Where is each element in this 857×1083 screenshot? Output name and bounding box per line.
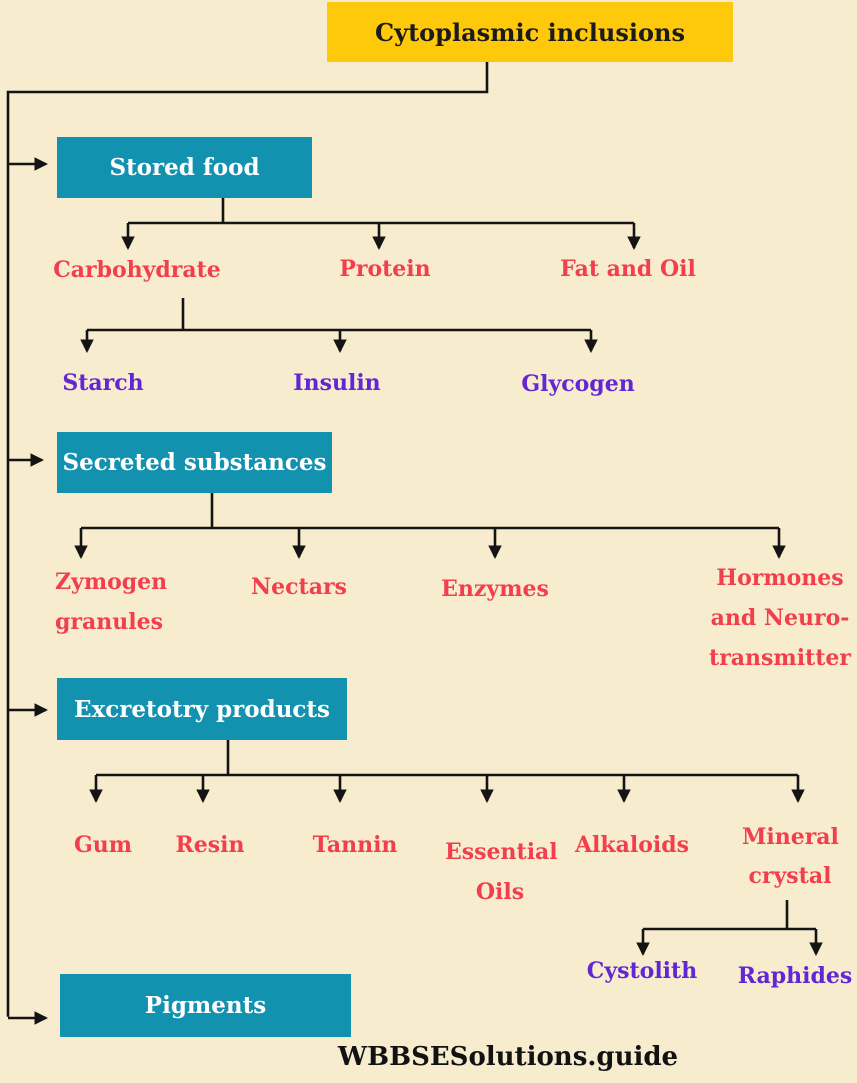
- node-cystolith: Cystolith: [586, 958, 698, 984]
- watermark-text: WBBSESolutions.guide: [337, 1042, 679, 1072]
- pigments-label: Pigments: [144, 992, 267, 1019]
- node-raphides: Raphides: [737, 963, 853, 989]
- node-enzymes: Enzymes: [441, 576, 549, 602]
- node-gum: Gum: [73, 832, 133, 858]
- node-pigments: Pigments: [60, 974, 351, 1037]
- secreted-substances-label: Secreted substances: [62, 449, 327, 476]
- node-secreted-substances: Secreted substances: [57, 432, 332, 493]
- node-excretory-products: Excretotry products: [57, 678, 347, 740]
- node-stored-food: Stored food: [57, 137, 312, 198]
- node-hormones-neurotransmitter: Hormones and Neuro-transmitter: [709, 565, 851, 671]
- root-node-cytoplasmic-inclusions: Cytoplasmic inclusions: [327, 2, 733, 62]
- node-resin: Resin: [175, 832, 245, 858]
- node-starch: Starch: [62, 370, 144, 396]
- node-carbohydrate: Carbohydrate: [53, 257, 221, 283]
- spine-line: [6, 62, 489, 1017]
- excretory-products-label: Excretotry products: [74, 695, 330, 723]
- node-zymogen-granules: Zymogen granules: [55, 569, 168, 635]
- node-glycogen: Glycogen: [521, 371, 635, 397]
- node-protein: Protein: [339, 256, 431, 282]
- node-tannin: Tannin: [312, 832, 398, 858]
- node-nectars: Nectars: [251, 574, 347, 600]
- stored-food-label: Stored food: [109, 154, 260, 181]
- node-insulin: Insulin: [293, 370, 381, 396]
- node-essential-oils: Essential Oils: [445, 839, 558, 905]
- root-node-label: Cytoplasmic inclusions: [375, 17, 685, 47]
- node-alkaloids: Alkaloids: [574, 832, 690, 858]
- node-fat-and-oil: Fat and Oil: [560, 256, 696, 282]
- node-mineral-crystal: Mineral crystal: [742, 824, 839, 889]
